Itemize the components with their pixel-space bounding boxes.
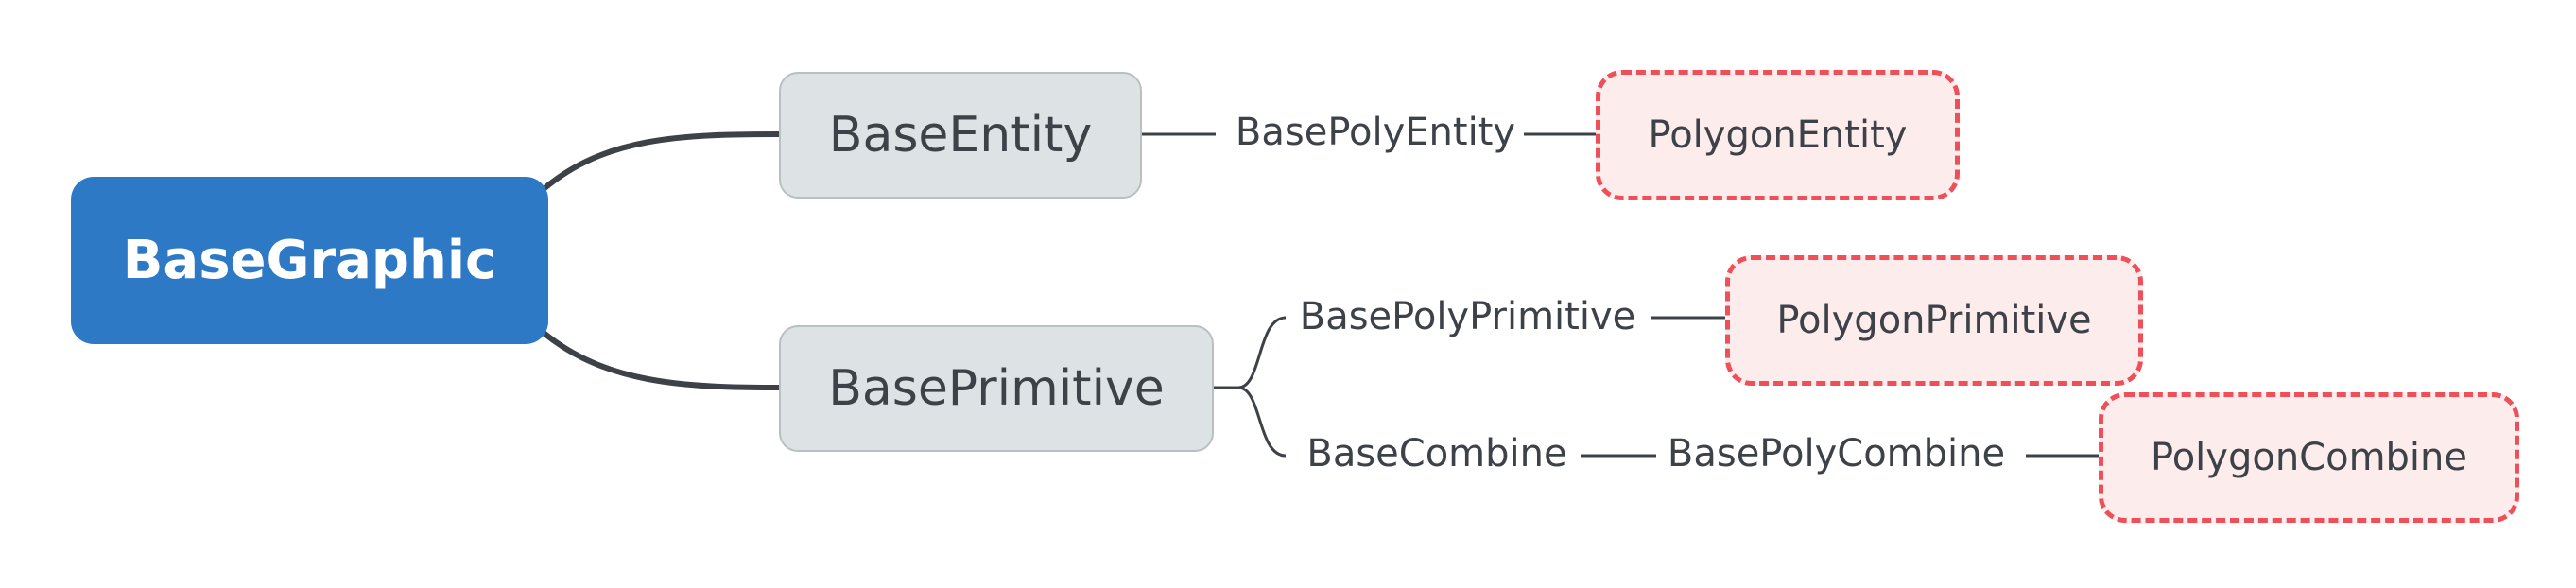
node-label: BaseEntity	[828, 107, 1093, 164]
edge-root-baseentity	[542, 131, 780, 192]
node-label: BaseGraphic	[122, 230, 497, 291]
node-basecombine[interactable]: BaseCombine	[1295, 425, 1579, 482]
node-polygonprimitive[interactable]: PolygonPrimitive	[1725, 255, 2143, 386]
node-label: PolygonEntity	[1648, 113, 1908, 157]
edge-baseprimitive-basecombine	[1237, 386, 1287, 458]
node-basepolyentity[interactable]: BasePolyEntity	[1219, 104, 1531, 161]
node-label: BasePolyPrimitive	[1299, 295, 1636, 338]
node-baseprimitive[interactable]: BasePrimitive	[779, 325, 1214, 452]
node-label: PolygonPrimitive	[1776, 299, 2092, 342]
node-label: PolygonCombine	[2151, 436, 2467, 479]
node-label: BasePrimitive	[828, 360, 1165, 417]
node-polygoncombine[interactable]: PolygonCombine	[2099, 392, 2519, 523]
edge-root-baseprimitive	[542, 330, 780, 390]
node-polygonentity[interactable]: PolygonEntity	[1596, 70, 1960, 200]
node-baseentity[interactable]: BaseEntity	[779, 72, 1142, 199]
node-label: BasePolyEntity	[1235, 111, 1516, 154]
edge-baseprimitive-basepolyprimitive	[1214, 316, 1287, 389]
node-basepolyprimitive[interactable]: BasePolyPrimitive	[1295, 288, 1640, 345]
node-basepolycombine[interactable]: BasePolyCombine	[1664, 425, 2009, 482]
node-label: BasePolyCombine	[1667, 432, 2006, 476]
node-label: BaseCombine	[1306, 432, 1567, 476]
node-basegraphic[interactable]: BaseGraphic	[71, 177, 548, 344]
